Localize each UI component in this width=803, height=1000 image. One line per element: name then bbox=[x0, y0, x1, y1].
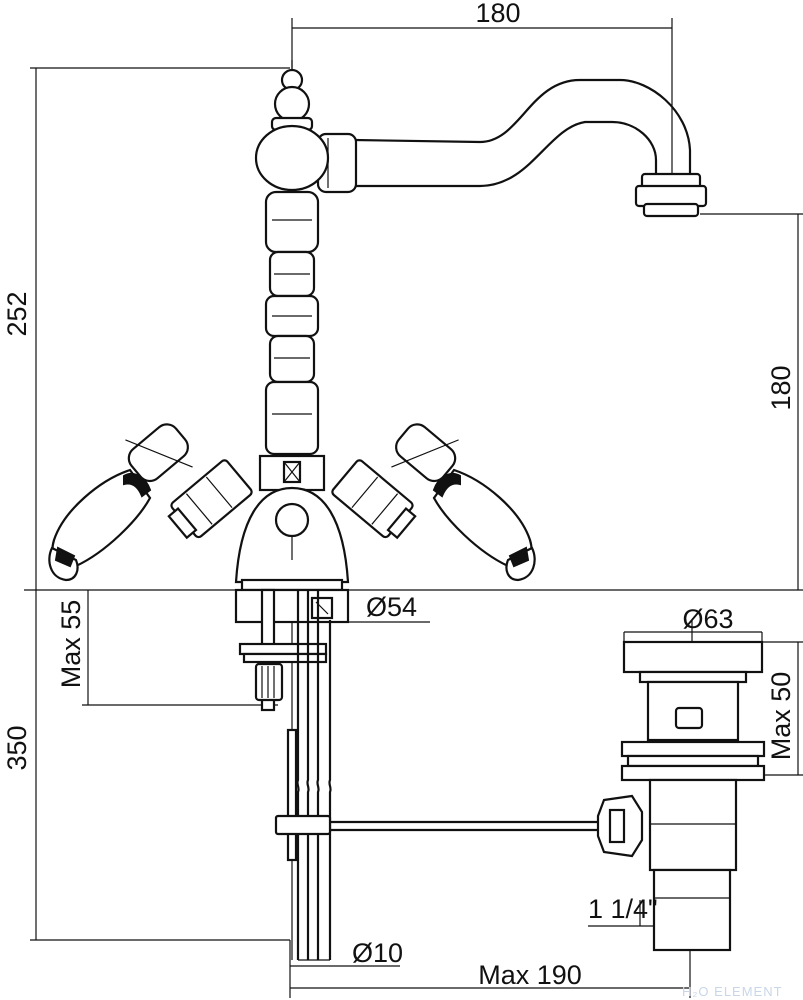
popup-rod bbox=[274, 728, 602, 862]
dim-spout-height: 180 bbox=[766, 365, 796, 410]
dim-waste-max: Max 50 bbox=[766, 672, 796, 761]
left-lever-handle bbox=[48, 468, 152, 582]
right-valve bbox=[331, 423, 459, 540]
dim-waste-cap-diameter: Ø63 bbox=[682, 604, 733, 634]
right-lever-handle bbox=[432, 468, 536, 582]
dim-hose-diameter: Ø10 bbox=[352, 938, 403, 968]
faucet-spout bbox=[316, 78, 708, 218]
dim-max-rod-length: Max 190 bbox=[478, 960, 582, 990]
dim-spout-reach: 180 bbox=[475, 0, 520, 28]
mixer-body bbox=[234, 486, 350, 584]
dim-total-height: 252 bbox=[2, 291, 32, 336]
faucet-column bbox=[254, 124, 330, 492]
dim-max-thickness: Max 55 bbox=[56, 600, 86, 689]
dim-shank-length: 350 bbox=[2, 725, 32, 770]
left-valve bbox=[125, 423, 253, 540]
dim-base-diameter: Ø54 bbox=[366, 592, 417, 622]
watermark-logo: H₂O ELEMENT bbox=[682, 984, 783, 999]
faucet-finial bbox=[270, 68, 314, 132]
pop-up-waste bbox=[596, 640, 766, 952]
dim-waste-thread: 1 1/4" bbox=[588, 894, 658, 924]
faucet-base bbox=[234, 578, 350, 624]
mounting-shank bbox=[238, 588, 328, 712]
supply-hoses bbox=[296, 590, 332, 961]
